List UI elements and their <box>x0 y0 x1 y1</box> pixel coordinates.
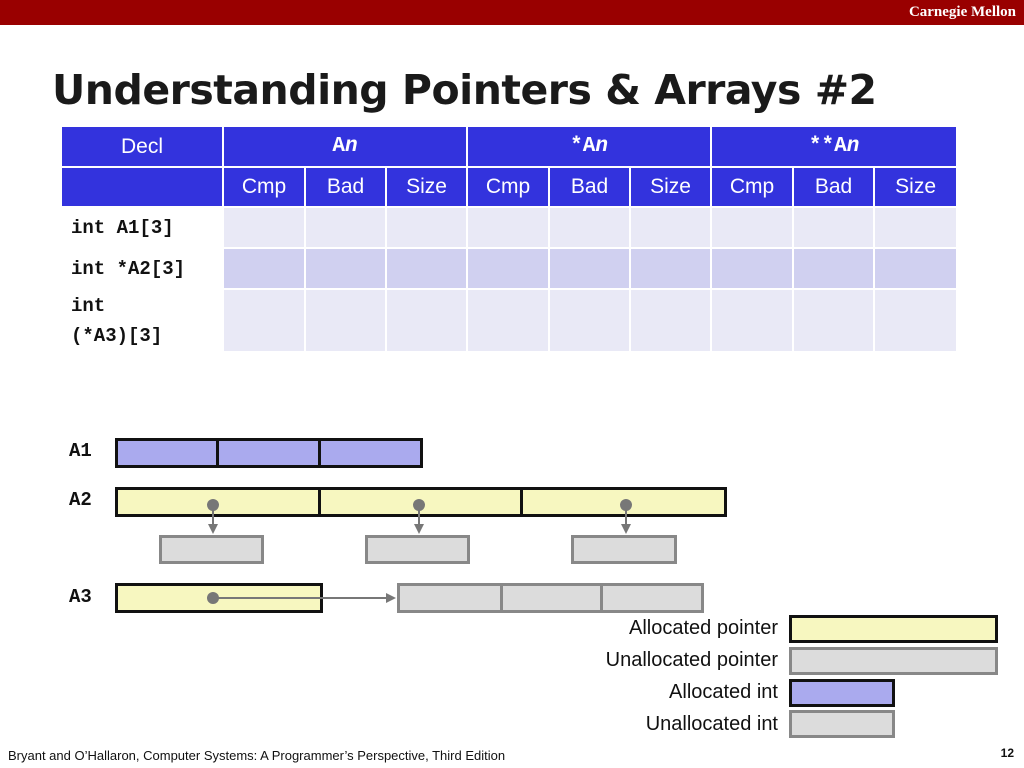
pointer-dot <box>207 592 219 604</box>
table-cell <box>304 247 387 290</box>
table-cell <box>384 288 469 353</box>
table-cell <box>792 206 876 249</box>
legend-allocated-pointer-swatch <box>789 615 998 643</box>
cell-divider <box>318 441 321 465</box>
footer-citation: Bryant and O’Hallaron, Computer Systems:… <box>8 748 506 763</box>
table-cell <box>629 206 713 249</box>
legend-unallocated-int-swatch <box>789 710 895 738</box>
decl-header: Decl <box>60 125 224 168</box>
top-bar: Carnegie Mellon <box>0 0 1024 25</box>
table-cell <box>222 206 306 249</box>
table-cell <box>304 206 387 249</box>
table-cell <box>548 288 632 353</box>
table-cell <box>873 247 959 290</box>
group-header-star-an: *An <box>466 125 713 168</box>
a3-label: A3 <box>69 586 92 608</box>
pointer-array-table: Decl An *An **An Cmp Bad Size Cmp Bad Si… <box>60 125 959 353</box>
table-cell <box>792 288 876 353</box>
table-header-row: Decl An *An **An <box>60 125 959 168</box>
legend-allocated-int-swatch <box>789 679 895 707</box>
a1-label: A1 <box>69 440 92 462</box>
subheader-blank <box>60 166 224 208</box>
table-cell <box>466 288 551 353</box>
pointer-dot <box>413 499 425 511</box>
subheader-bad: Bad <box>548 166 632 208</box>
pointer-dot <box>620 499 632 511</box>
table-cell <box>792 247 876 290</box>
subheader-cmp: Cmp <box>222 166 306 208</box>
brand-label: Carnegie Mellon <box>908 4 1016 20</box>
a2-unallocated-target <box>159 535 264 564</box>
subheader-bad: Bad <box>792 166 876 208</box>
table-row: int A1[3] <box>60 206 959 249</box>
group-header-star-star-an: **An <box>710 125 959 168</box>
legend-unallocated-int-label: Unallocated int <box>645 713 778 735</box>
legend-allocated-int-label: Allocated int <box>669 681 778 703</box>
table-cell <box>710 288 795 353</box>
subheader-size: Size <box>629 166 713 208</box>
table-cell <box>710 247 795 290</box>
decl-cell: int A1[3] <box>60 206 224 249</box>
subheader-size: Size <box>384 166 469 208</box>
a1-int-array <box>115 438 423 468</box>
table-subheader-row: Cmp Bad Size Cmp Bad Size Cmp Bad Size <box>60 166 959 208</box>
table-cell <box>222 288 306 353</box>
table-cell <box>548 206 632 249</box>
cell-divider <box>318 490 321 514</box>
table-cell <box>548 247 632 290</box>
a2-unallocated-target <box>365 535 470 564</box>
cell-divider <box>600 586 603 610</box>
a2-label: A2 <box>69 489 92 511</box>
legend-unallocated-pointer-label: Unallocated pointer <box>605 649 778 671</box>
table-cell <box>466 206 551 249</box>
table-cell <box>384 206 469 249</box>
table-row: int *A2[3] <box>60 247 959 290</box>
a2-unallocated-target <box>571 535 677 564</box>
table-cell <box>629 247 713 290</box>
a3-unallocated-int-array <box>397 583 704 613</box>
subheader-size: Size <box>873 166 959 208</box>
decl-cell: int(*A3)[3] <box>60 288 224 353</box>
subheader-cmp: Cmp <box>710 166 795 208</box>
subheader-cmp: Cmp <box>466 166 551 208</box>
table-cell <box>384 247 469 290</box>
table-cell <box>873 206 959 249</box>
table-cell <box>710 206 795 249</box>
group-header-an: An <box>221 125 469 168</box>
pointer-dot <box>207 499 219 511</box>
table-cell <box>222 247 306 290</box>
subheader-bad: Bad <box>304 166 387 208</box>
table-cell <box>304 288 387 353</box>
table-cell <box>466 247 551 290</box>
table-cell <box>629 288 713 353</box>
legend-unallocated-pointer-swatch <box>789 647 998 675</box>
cell-divider <box>216 441 219 465</box>
cell-divider <box>520 490 523 514</box>
decl-cell: int *A2[3] <box>60 247 224 290</box>
legend-allocated-pointer-label: Allocated pointer <box>629 617 778 639</box>
table-row: int(*A3)[3] <box>60 288 959 353</box>
table-cell <box>873 288 959 353</box>
page-number: 12 <box>1000 746 1014 760</box>
cell-divider <box>500 586 503 610</box>
slide-title: Understanding Pointers & Arrays #2 <box>52 66 877 114</box>
